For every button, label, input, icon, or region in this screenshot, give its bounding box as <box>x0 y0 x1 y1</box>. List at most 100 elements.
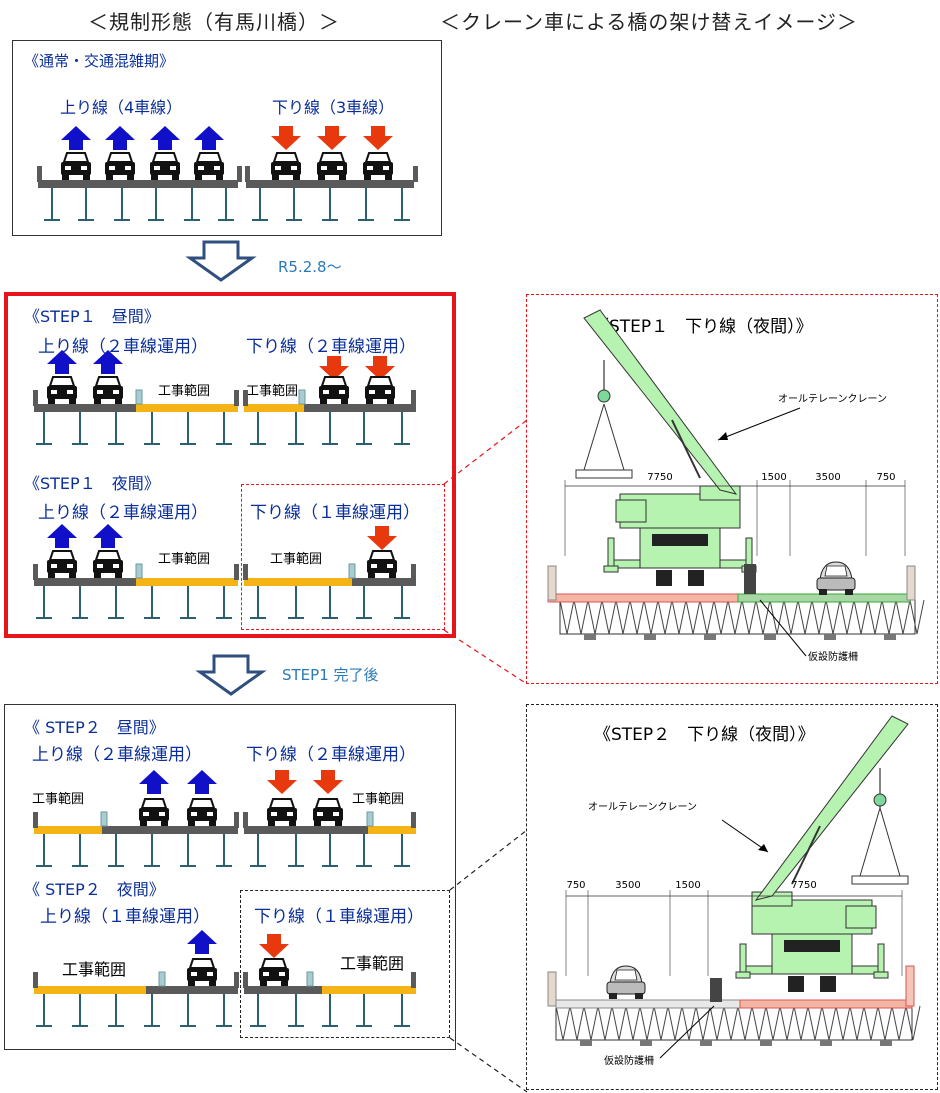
work-zone <box>322 986 416 994</box>
car-icon <box>93 376 123 404</box>
bridge-girder <box>555 1005 921 1046</box>
step1-night-up-label: 上り線（２車線運用） <box>38 503 208 523</box>
temporary-barrier-icon <box>306 971 314 987</box>
curb <box>413 166 418 182</box>
car-icon <box>271 152 301 180</box>
car-icon <box>150 152 180 180</box>
car-icon <box>317 152 347 180</box>
work-zone <box>244 578 352 586</box>
down-arrow-icon <box>363 126 393 150</box>
dimension-label: 1500 <box>761 472 786 483</box>
temporary-barrier-icon <box>348 563 356 579</box>
down-arrow-icon <box>317 126 347 150</box>
up-arrow-icon <box>150 126 180 150</box>
step2-night-up-label: 上り線（１車線運用） <box>40 907 210 927</box>
step2-day-work-right: 工事範囲 <box>352 792 405 807</box>
up-arrow-icon <box>187 770 217 794</box>
bridge-deck <box>102 826 238 834</box>
curb <box>234 390 239 406</box>
callout-line <box>759 599 807 657</box>
curb <box>243 390 248 406</box>
step1-night-down-label: 下り線（１車線運用） <box>250 503 420 523</box>
down-arrow-icon <box>267 770 297 794</box>
temporary-barrier-icon <box>135 389 143 405</box>
temporary-barrier-icon <box>298 389 306 405</box>
down-arrow-icon <box>185 240 257 282</box>
bridge-deck <box>244 826 368 834</box>
up-arrow-icon <box>194 126 224 150</box>
car-icon <box>319 376 349 404</box>
curb <box>33 564 38 580</box>
step1-day-title: 《STEP１ 昼間》 <box>24 307 160 326</box>
transition-date: R5.2.8～ <box>278 258 342 276</box>
curb <box>245 166 250 182</box>
temporary-barrier-icon <box>710 978 722 1002</box>
car-icon <box>93 550 123 578</box>
curb <box>243 564 248 580</box>
transition-step1-complete: STEP1 完了後 <box>282 666 379 684</box>
crane-header: ＜クレーン車による橋の架け替えイメージ＞ <box>440 10 858 34</box>
step1-panel <box>4 292 456 638</box>
step2-night-title: 《 STEP２ 夜間》 <box>24 880 165 899</box>
temporary-barrier-icon <box>158 971 166 987</box>
work-zone <box>136 578 238 586</box>
curb <box>234 812 239 828</box>
crane-truck-icon <box>583 309 757 586</box>
barrier-label: 仮設防護柵 <box>808 650 858 663</box>
bridge-deck <box>352 578 416 586</box>
step2-day-up-label: 上り線（２車線運用） <box>32 745 202 765</box>
connector-line <box>443 629 528 685</box>
step2-night-work-left: 工事範囲 <box>62 960 127 979</box>
down-arrow-icon <box>271 126 301 150</box>
car-icon <box>267 798 297 826</box>
work-zone <box>34 986 146 994</box>
curb <box>411 812 416 828</box>
step2-night-work-right: 工事範囲 <box>340 954 405 973</box>
callout-line <box>721 819 769 853</box>
bridge-deck <box>246 180 414 188</box>
curb <box>33 812 38 828</box>
callout-arrow <box>718 432 728 440</box>
lifted-girder <box>575 469 633 479</box>
up-arrow-icon <box>187 930 217 954</box>
bridge-deck <box>34 578 136 586</box>
curb <box>243 972 248 988</box>
work-zone <box>244 404 304 412</box>
curb <box>234 972 239 988</box>
down-arrow-icon <box>259 934 289 958</box>
normal-up-label: 上り線（4車線） <box>60 98 183 117</box>
up-arrow-icon <box>47 524 77 548</box>
work-zone <box>136 404 238 412</box>
normal-panel-title: 《通常・交通混雑期》 <box>24 52 175 70</box>
dimension-label: 3500 <box>615 880 640 891</box>
step1-day-work-right: 工事範囲 <box>246 384 299 399</box>
step1-detail-title: 《STEP１ 下り線（夜間）》 <box>592 317 813 337</box>
up-arrow-icon <box>61 126 91 150</box>
sling <box>859 807 881 877</box>
dimension-label: 3500 <box>815 472 840 483</box>
temporary-barrier-icon <box>135 563 143 579</box>
car-icon <box>187 958 217 986</box>
car-icon <box>187 798 217 826</box>
bridge-deck <box>146 986 238 994</box>
callout-arrow <box>758 844 768 852</box>
curb <box>411 390 416 406</box>
connector-line <box>443 419 528 485</box>
parapet <box>905 965 915 1007</box>
bridge-deck <box>244 986 322 994</box>
normal-panel <box>12 40 442 236</box>
car-icon <box>139 798 169 826</box>
dimension-label: 7750 <box>647 472 672 483</box>
car-icon <box>313 798 343 826</box>
step1-night-title: 《STEP１ 夜間》 <box>24 474 160 493</box>
up-arrow-icon <box>93 350 123 374</box>
existing-deck <box>737 593 911 603</box>
up-arrow-icon <box>47 350 77 374</box>
curb <box>33 972 38 988</box>
step2-detail-box <box>526 704 938 1090</box>
removed-deck <box>739 999 913 1009</box>
sling <box>879 807 901 877</box>
car-icon <box>47 376 77 404</box>
car-icon <box>105 152 135 180</box>
bridge-girder <box>559 599 925 640</box>
